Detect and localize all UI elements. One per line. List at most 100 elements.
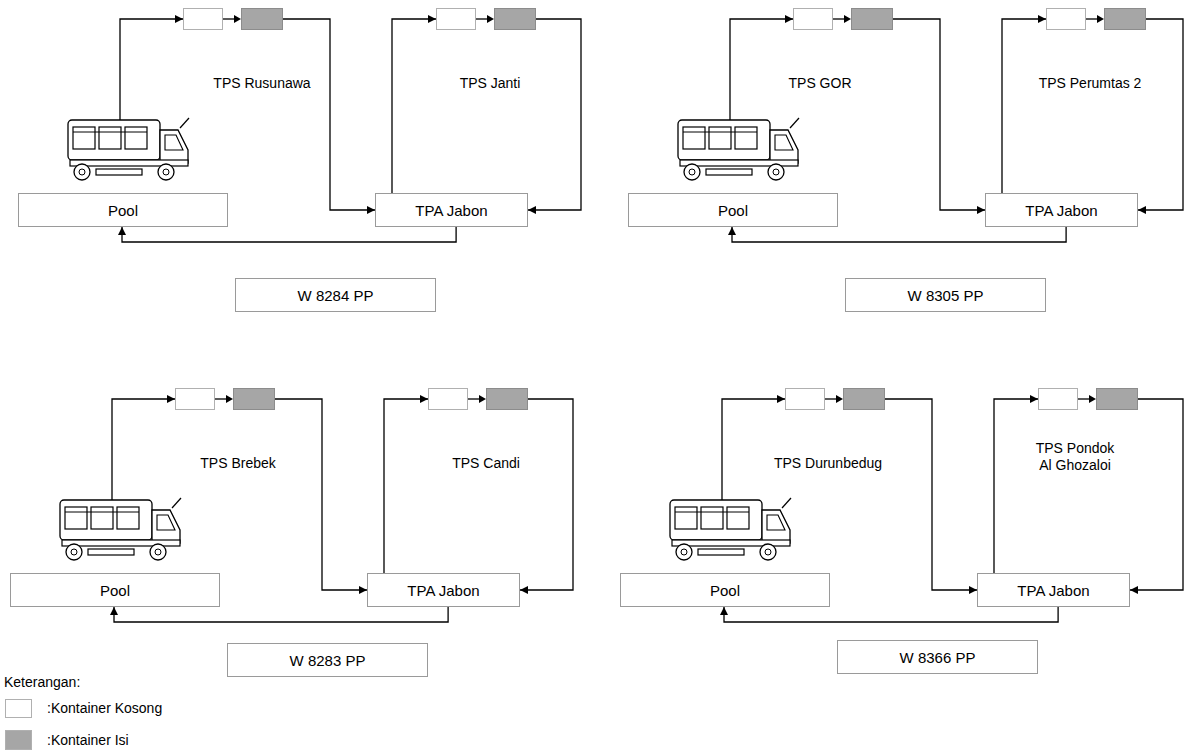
tps-station: TPS Perumtas 2: [1046, 8, 1146, 30]
flow-arrow: [1086, 8, 1104, 30]
flow-connector: [1138, 19, 1183, 210]
station-label: TPS Pondok Al Ghozaloi: [1033, 440, 1118, 474]
empty-container: [183, 8, 223, 30]
flow-connector: [994, 399, 1038, 573]
flow-connector: [724, 607, 1058, 622]
legend-text: :Kontainer Isi: [47, 730, 129, 750]
flow-connector: [384, 399, 428, 573]
truck-plate-box: W 8284 PP: [235, 278, 436, 312]
full-container: [1104, 8, 1146, 30]
landfill-box: TPA Jabon: [367, 573, 520, 607]
flow-arrow: [833, 8, 851, 30]
arrow-shaft: [833, 18, 845, 19]
landfill-box: TPA Jabon: [977, 573, 1130, 607]
flow-arrow: [215, 388, 233, 410]
flow-arrow: [825, 388, 843, 410]
box-text: TPA Jabon: [1025, 202, 1097, 219]
arrow-shaft: [223, 18, 235, 19]
arrow-shaft: [476, 18, 488, 19]
truck-plate-box: W 8366 PP: [837, 640, 1038, 674]
tps-station: TPS Janti: [436, 8, 536, 30]
empty-container: [175, 388, 215, 410]
pool-box: Pool: [18, 193, 228, 227]
arrow-head: [844, 15, 851, 23]
truck-plate-box: W 8305 PP: [845, 278, 1046, 312]
tps-station: TPS Durunbedug: [785, 388, 885, 410]
tps-station: TPS Candi: [428, 388, 528, 410]
flow-connector: [1130, 399, 1183, 590]
landfill-box: TPA Jabon: [375, 193, 528, 227]
tps-station: TPS Rusunawa: [183, 8, 283, 30]
flow-connector: [732, 227, 1066, 242]
arrow-shaft: [215, 398, 227, 399]
flow-arrow: [468, 388, 486, 410]
arrow-head: [479, 395, 486, 403]
box-text: Pool: [108, 202, 138, 219]
box-text: Pool: [100, 582, 130, 599]
box-text: TPA Jabon: [1017, 582, 1089, 599]
box-text: W 8283 PP: [290, 652, 366, 669]
empty-container: [1038, 388, 1078, 410]
full-container: [843, 388, 885, 410]
full-container: [486, 388, 528, 410]
arrow-shaft: [825, 398, 837, 399]
station-label: TPS Rusunawa: [213, 75, 310, 92]
legend-text: :Kontainer Kosong: [47, 699, 162, 718]
flow-arrow: [223, 8, 241, 30]
station-label: TPS Perumtas 2: [1039, 75, 1142, 92]
truck-plate-box: W 8283 PP: [227, 643, 428, 677]
box-text: W 8305 PP: [908, 287, 984, 304]
pool-box: Pool: [620, 573, 830, 607]
flow-connector: [893, 19, 985, 210]
truck-icon: [678, 19, 799, 180]
station-label: TPS Janti: [460, 75, 521, 92]
truck-icon: [670, 399, 791, 560]
station-label: TPS Brebek: [200, 455, 275, 472]
arrow-shaft: [1086, 18, 1098, 19]
flow-arrow: [476, 8, 494, 30]
box-text: TPA Jabon: [407, 582, 479, 599]
flow-connector: [885, 399, 977, 590]
box-text: Pool: [710, 582, 740, 599]
empty-container: [436, 8, 476, 30]
arrow-shaft: [1078, 398, 1090, 399]
truck-icon: [68, 19, 189, 180]
arrow-head: [1089, 395, 1096, 403]
pool-box: Pool: [628, 193, 838, 227]
flow-connector: [122, 227, 456, 242]
station-label: TPS GOR: [788, 75, 851, 92]
flow-connector: [283, 19, 375, 210]
full-container: [1096, 388, 1138, 410]
empty-container: [1046, 8, 1086, 30]
pool-box: Pool: [10, 573, 220, 607]
empty-container: [785, 388, 825, 410]
flow-connector: [528, 19, 581, 210]
legend-swatch: [5, 699, 32, 718]
arrow-head: [1097, 15, 1104, 23]
truck-icon: [60, 399, 181, 560]
arrow-shaft: [468, 398, 480, 399]
flow-connector: [1002, 19, 1046, 193]
landfill-box: TPA Jabon: [985, 193, 1138, 227]
full-container: [851, 8, 893, 30]
full-container: [494, 8, 536, 30]
tps-station: TPS Pondok Al Ghozaloi: [1038, 388, 1138, 410]
arrow-head: [234, 15, 241, 23]
legend-swatch: [5, 730, 32, 750]
flow-connector: [520, 399, 573, 590]
empty-container: [428, 388, 468, 410]
arrow-head: [487, 15, 494, 23]
arrow-head: [226, 395, 233, 403]
flow-connector: [275, 399, 367, 590]
flow-connector: [114, 607, 448, 622]
box-text: Pool: [718, 202, 748, 219]
station-label: TPS Candi: [452, 455, 520, 472]
box-text: TPA Jabon: [415, 202, 487, 219]
flow-arrow: [1078, 388, 1096, 410]
tps-station: TPS Brebek: [175, 388, 275, 410]
box-text: W 8366 PP: [900, 649, 976, 666]
box-text: W 8284 PP: [298, 287, 374, 304]
tps-station: TPS GOR: [793, 8, 893, 30]
full-container: [233, 388, 275, 410]
